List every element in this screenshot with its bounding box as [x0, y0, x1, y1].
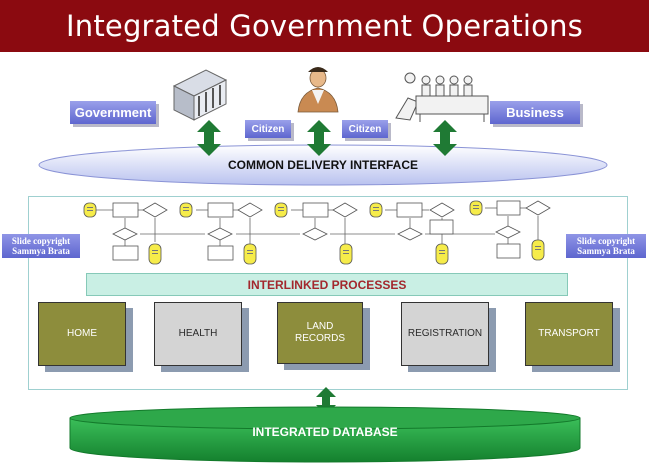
department-home: HOME [38, 302, 126, 366]
actor-tag-citizen: Citizen [342, 120, 388, 138]
actor-tag-business: Business [490, 101, 580, 124]
actor-tag-government: Government [70, 101, 156, 124]
top-illustration [38, 67, 608, 186]
delivery-interface-label: COMMON DELIVERY INTERFACE [227, 158, 418, 172]
department-registration: REGISTRATION [401, 302, 489, 366]
department-health: HEALTH [154, 302, 242, 366]
copyright-label-right: Slide copyright Sammya Brata [566, 234, 646, 258]
department-land-records: LAND RECORDS [277, 302, 363, 364]
actor-tag-citizen: Citizen [245, 120, 291, 138]
double-arrow-icon [307, 120, 331, 156]
decision-diamond [112, 200, 551, 241]
copyright-line: Sammya Brata [12, 246, 70, 256]
copyright-line: Slide copyright [576, 236, 636, 246]
integrated-database-label: INTEGRATED DATABASE [252, 425, 398, 439]
interlinked-processes-bar: INTERLINKED PROCESSES [86, 273, 568, 296]
copyright-line: Sammya Brata [577, 246, 635, 256]
integrated-database-cylinder [69, 387, 581, 463]
double-arrow-icon [197, 120, 221, 156]
copyright-label-left: Slide copyright Sammya Brata [2, 234, 80, 258]
government-building-icon [172, 69, 228, 121]
process-box [112, 200, 521, 261]
copyright-line: Slide copyright [11, 236, 71, 246]
page-title: Integrated Government Operations [0, 0, 649, 52]
department-transport: TRANSPORT [525, 302, 613, 366]
process-flow-diagram [83, 200, 551, 265]
citizen-person-icon [297, 67, 339, 113]
business-meeting-icon [395, 72, 489, 122]
double-arrow-icon [433, 120, 457, 156]
document-lines [87, 205, 541, 254]
